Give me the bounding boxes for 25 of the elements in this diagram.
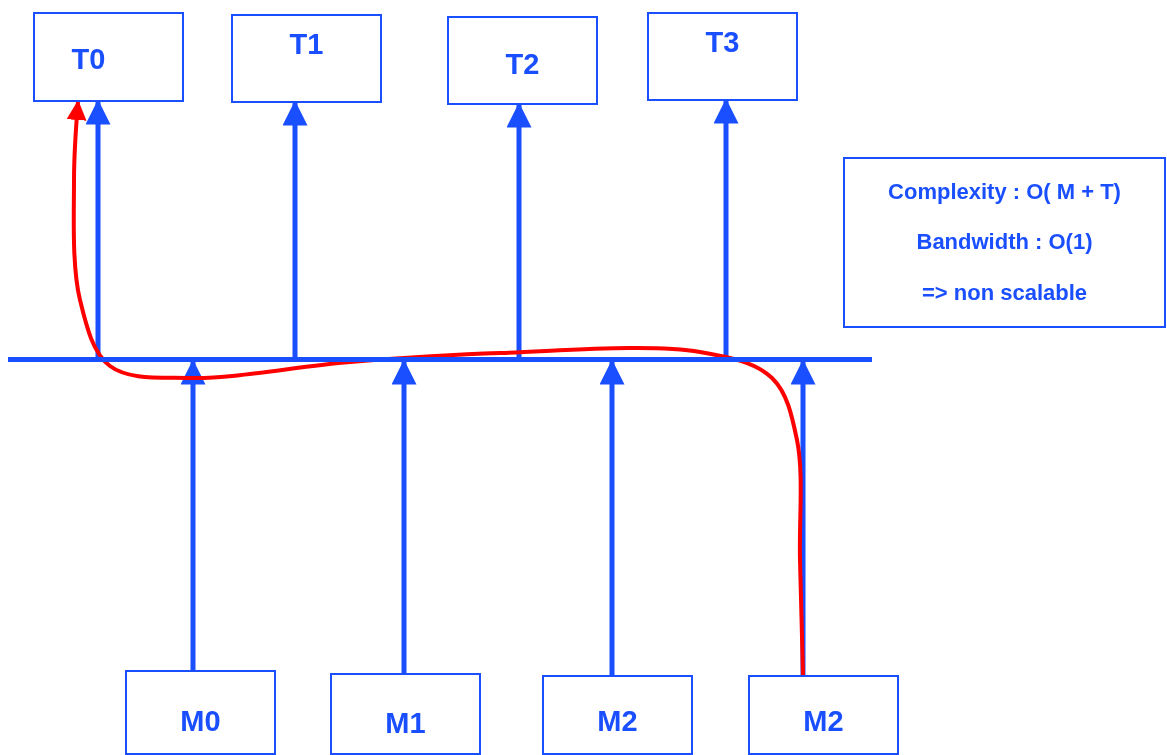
arrow xyxy=(599,359,625,675)
unit-box xyxy=(33,12,184,102)
unit-label: T0 xyxy=(71,42,106,76)
unit-label: T3 xyxy=(705,26,740,59)
signal-path-arrow xyxy=(66,100,805,676)
arrow xyxy=(391,359,417,673)
note-box xyxy=(843,157,1166,328)
unit-box xyxy=(330,673,481,755)
unit-label: M0 xyxy=(180,705,221,738)
unit-label: M2 xyxy=(597,704,638,738)
note-text: Bandwidth : O(1) xyxy=(916,229,1093,256)
unit-box xyxy=(231,14,382,103)
unit-label: M1 xyxy=(385,706,426,740)
unit-label: M2 xyxy=(803,704,844,738)
unit-box xyxy=(447,16,598,105)
note-text: Complexity : O( M + T) xyxy=(888,179,1121,206)
unit-box xyxy=(647,12,798,101)
unit-box xyxy=(542,675,693,755)
arrow xyxy=(180,359,206,670)
note-text: => non scalable xyxy=(921,279,1088,306)
unit-box xyxy=(125,670,276,755)
unit-label: T1 xyxy=(289,28,324,61)
unit-label: T2 xyxy=(505,48,540,81)
unit-box xyxy=(748,675,899,755)
arrow xyxy=(790,359,816,675)
